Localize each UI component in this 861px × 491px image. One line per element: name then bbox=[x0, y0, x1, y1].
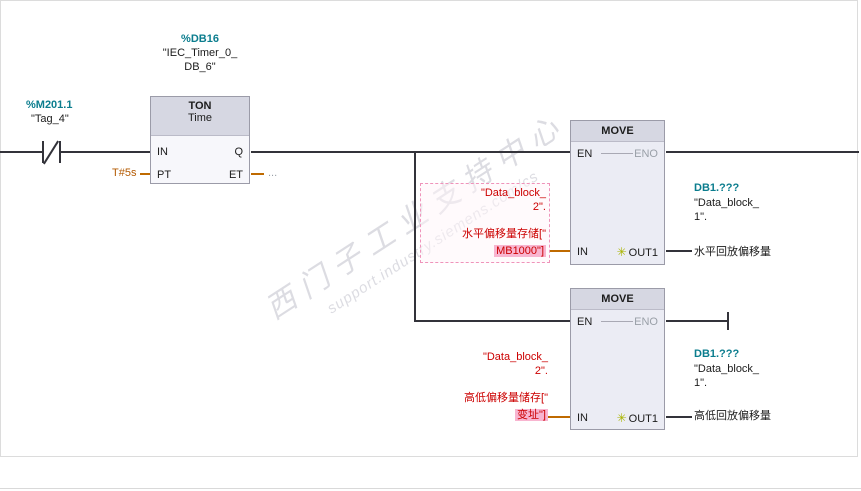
timer-pt-value[interactable]: T#5s bbox=[112, 167, 137, 179]
move2-pin-in: IN bbox=[577, 412, 588, 424]
wire-eno2-out bbox=[666, 320, 728, 322]
timer-db-name-line2: DB_6" bbox=[184, 61, 216, 73]
wire-out1-stub bbox=[666, 250, 692, 252]
move2-output-address: DB1.??? bbox=[694, 348, 740, 360]
wire-q-to-move1 bbox=[251, 151, 570, 153]
timer-instruction: TON bbox=[188, 100, 212, 112]
move2-output-line1: "Data_block_ bbox=[694, 363, 760, 375]
timer-block[interactable]: TON Time IN Q PT ET bbox=[150, 96, 250, 184]
move2-en-eno-line bbox=[601, 321, 633, 322]
move1-out-star-icon: ✳ bbox=[616, 245, 627, 259]
move1-input-line3: 水平偏移量存储[" bbox=[462, 228, 546, 240]
move1-pin-out1-label: OUT1 bbox=[628, 247, 658, 259]
move2-title: MOVE bbox=[571, 289, 664, 310]
timer-db-address[interactable]: %DB16 bbox=[181, 33, 219, 45]
timer-block-header: TON Time bbox=[151, 97, 249, 136]
wire-branch-to-move2 bbox=[414, 320, 570, 322]
move1-output-address: DB1.??? bbox=[694, 182, 740, 194]
move1-pin-out1: ✳OUT1 bbox=[617, 245, 658, 260]
move2-pin-out1-label: OUT1 bbox=[628, 413, 658, 425]
move2-output-operand[interactable]: DB1.??? "Data_block_ 1". 高低回放偏移量 bbox=[694, 347, 771, 425]
wire-branch-end-tick bbox=[727, 312, 729, 330]
move2-pin-en: EN bbox=[577, 316, 593, 328]
move1-title: MOVE bbox=[571, 121, 664, 142]
move1-pin-en: EN bbox=[577, 148, 593, 160]
move1-input-line1: "Data_block_ bbox=[480, 187, 546, 199]
wire-pt-input bbox=[140, 173, 150, 175]
move1-en-eno-line bbox=[601, 153, 633, 154]
move2-pin-out1: ✳OUT1 bbox=[617, 411, 658, 426]
wire-in2-stub bbox=[548, 416, 570, 418]
move2-pin-eno: ENO bbox=[634, 316, 658, 328]
wire-in1-stub bbox=[550, 250, 570, 252]
timer-et-placeholder[interactable]: ... bbox=[268, 167, 278, 179]
move2-input-line1: "Data_block_ bbox=[482, 351, 548, 363]
wire-contact-to-timer bbox=[61, 151, 150, 153]
move2-output-line3: 高低回放偏移量 bbox=[694, 410, 771, 422]
wire-et-stub bbox=[251, 173, 264, 175]
contact-bar-left bbox=[42, 141, 44, 163]
wire-eno1-to-rail-end bbox=[666, 151, 859, 153]
wire-rail-left bbox=[0, 151, 42, 153]
contact-address[interactable]: %M201.1 bbox=[26, 99, 73, 111]
timer-datatype: Time bbox=[187, 112, 213, 124]
move1-output-line1: "Data_block_ bbox=[694, 197, 760, 209]
move2-block[interactable]: MOVE EN ENO IN ✳OUT1 bbox=[570, 288, 665, 430]
move1-block[interactable]: MOVE EN ENO IN ✳OUT1 bbox=[570, 120, 665, 265]
contact-tag[interactable]: "Tag_4" bbox=[31, 113, 69, 125]
move1-output-operand[interactable]: DB1.??? "Data_block_ 1". 水平回放偏移量 bbox=[694, 181, 771, 261]
move1-input-line2: 2". bbox=[532, 201, 546, 213]
move2-out-star-icon: ✳ bbox=[616, 411, 627, 425]
move2-output-line2: 1". bbox=[694, 377, 708, 389]
move2-input-operand[interactable]: "Data_block_ 2". 高低偏移量储存[" 变址"] bbox=[436, 350, 548, 424]
timer-pin-et: ET bbox=[228, 169, 243, 181]
move2-input-line3: 高低偏移量储存[" bbox=[464, 392, 548, 404]
wire-branch-vertical bbox=[414, 151, 416, 322]
move2-input-line2: 2". bbox=[534, 365, 548, 377]
move1-output-line3: 水平回放偏移量 bbox=[694, 246, 771, 258]
move1-input-line4: MB1000"] bbox=[424, 243, 546, 260]
timer-pin-in: IN bbox=[157, 146, 168, 158]
move1-input-highlight: MB1000"] bbox=[494, 245, 546, 257]
network-separator bbox=[0, 488, 861, 489]
move1-output-line2: 1". bbox=[694, 211, 708, 223]
wire-out2-stub bbox=[666, 416, 692, 418]
move2-input-line4: 变址"] bbox=[436, 407, 548, 424]
timer-pin-pt: PT bbox=[157, 169, 172, 181]
move1-input-operand[interactable]: "Data_block_ 2". 水平偏移量存储[" MB1000"] bbox=[420, 183, 550, 263]
contact-bar-right bbox=[59, 141, 61, 163]
timer-pin-q: Q bbox=[234, 146, 243, 158]
move1-pin-eno: ENO bbox=[634, 148, 658, 160]
network-frame bbox=[0, 0, 858, 457]
move2-input-highlight: 变址"] bbox=[515, 409, 548, 421]
timer-db-name-line1: "IEC_Timer_0_ bbox=[162, 47, 238, 59]
move1-pin-in: IN bbox=[577, 246, 588, 258]
